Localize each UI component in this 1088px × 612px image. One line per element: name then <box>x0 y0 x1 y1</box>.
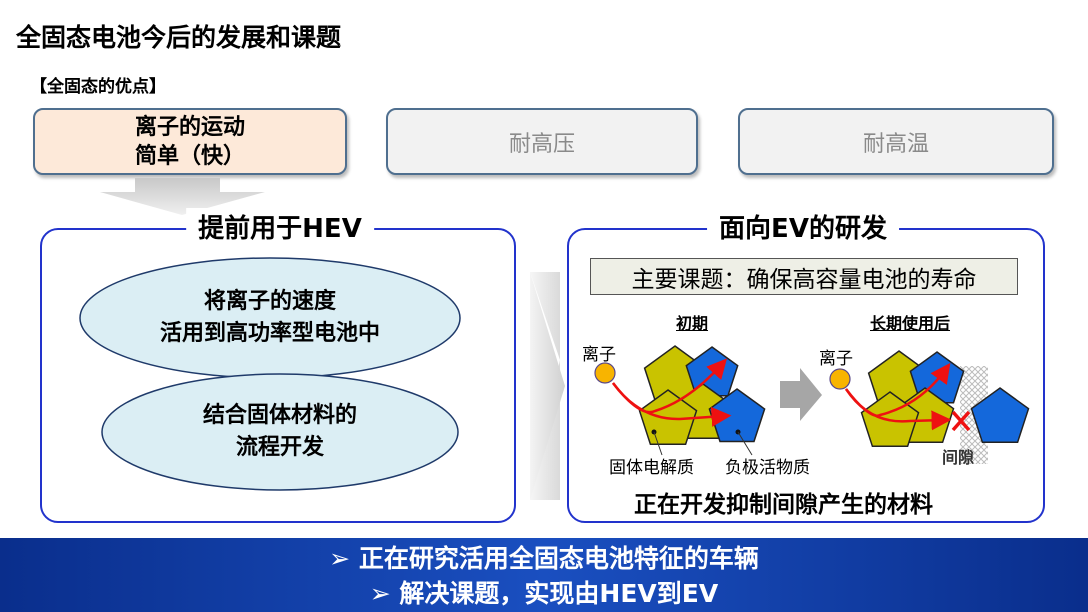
banner-line: ➢ 正在研究活用全固态电池特征的车辆 <box>329 544 759 573</box>
advantage-high-temp: 耐高温 <box>738 108 1054 175</box>
main-issue-box: 主要课题：确保高容量电池的寿命 <box>590 258 1018 295</box>
advantage-line: 简单（快） <box>134 143 245 169</box>
ev-panel-title: 面向EV的研发 <box>707 208 899 245</box>
transition-arrow <box>780 368 822 421</box>
ellipse-shape <box>101 373 459 491</box>
page-title: 全固态电池今后的发展和课题 <box>16 23 342 52</box>
initial-label: 初期 <box>676 314 709 333</box>
ellipse-line: 流程开发 <box>235 435 324 460</box>
ellipse-line: 将离子的速度 <box>203 289 336 314</box>
hev-panel-title: 提前用于HEV <box>186 208 374 245</box>
ion-label: 离子 <box>582 345 616 365</box>
active-material-pentagon <box>708 388 766 443</box>
ellipse-line: 活用到高功率型电池中 <box>159 321 380 346</box>
electrolyte-label: 固体电解质 <box>609 458 694 478</box>
active-material-pentagon <box>685 346 739 397</box>
ion-path-arrow <box>611 382 732 427</box>
pointer-line <box>653 431 753 456</box>
section-subtitle: 【全固态的优点】 <box>30 77 166 97</box>
ion-path-arrow <box>844 388 952 431</box>
chevron-arrow <box>530 272 565 500</box>
gap-label: 间隙 <box>942 448 975 467</box>
conclusion-text: 正在开发抑制间隙产生的材料 <box>634 492 933 518</box>
down-arrow <box>100 178 265 215</box>
chevron-arrow <box>530 272 560 500</box>
advantage-ion-speed: 离子的运动简单（快） <box>33 108 347 175</box>
active-material-pentagon <box>970 387 1030 444</box>
ion-circle <box>829 368 851 390</box>
advantage-line: 离子的运动 <box>134 114 245 140</box>
ion-circle <box>594 362 616 384</box>
advantage-high-voltage: 耐高压 <box>386 108 698 175</box>
blocked-x-icon <box>951 410 971 432</box>
summary-banner: ➢ 正在研究活用全固态电池特征的车辆 ➢ 解决课题，实现由HEV到EV <box>0 538 1088 612</box>
banner-line: ➢ 解决课题，实现由HEV到EV <box>369 579 719 608</box>
ellipse-process: 结合固体材料的流程开发 <box>102 402 458 462</box>
active-material-label: 负极活物质 <box>725 458 810 478</box>
ellipse-high-power: 将离子的速度活用到高功率型电池中 <box>80 288 460 348</box>
after-long-use-label: 长期使用后 <box>870 314 951 333</box>
ion-label: 离子 <box>819 349 853 369</box>
ellipse-line: 结合固体材料的 <box>202 403 357 428</box>
